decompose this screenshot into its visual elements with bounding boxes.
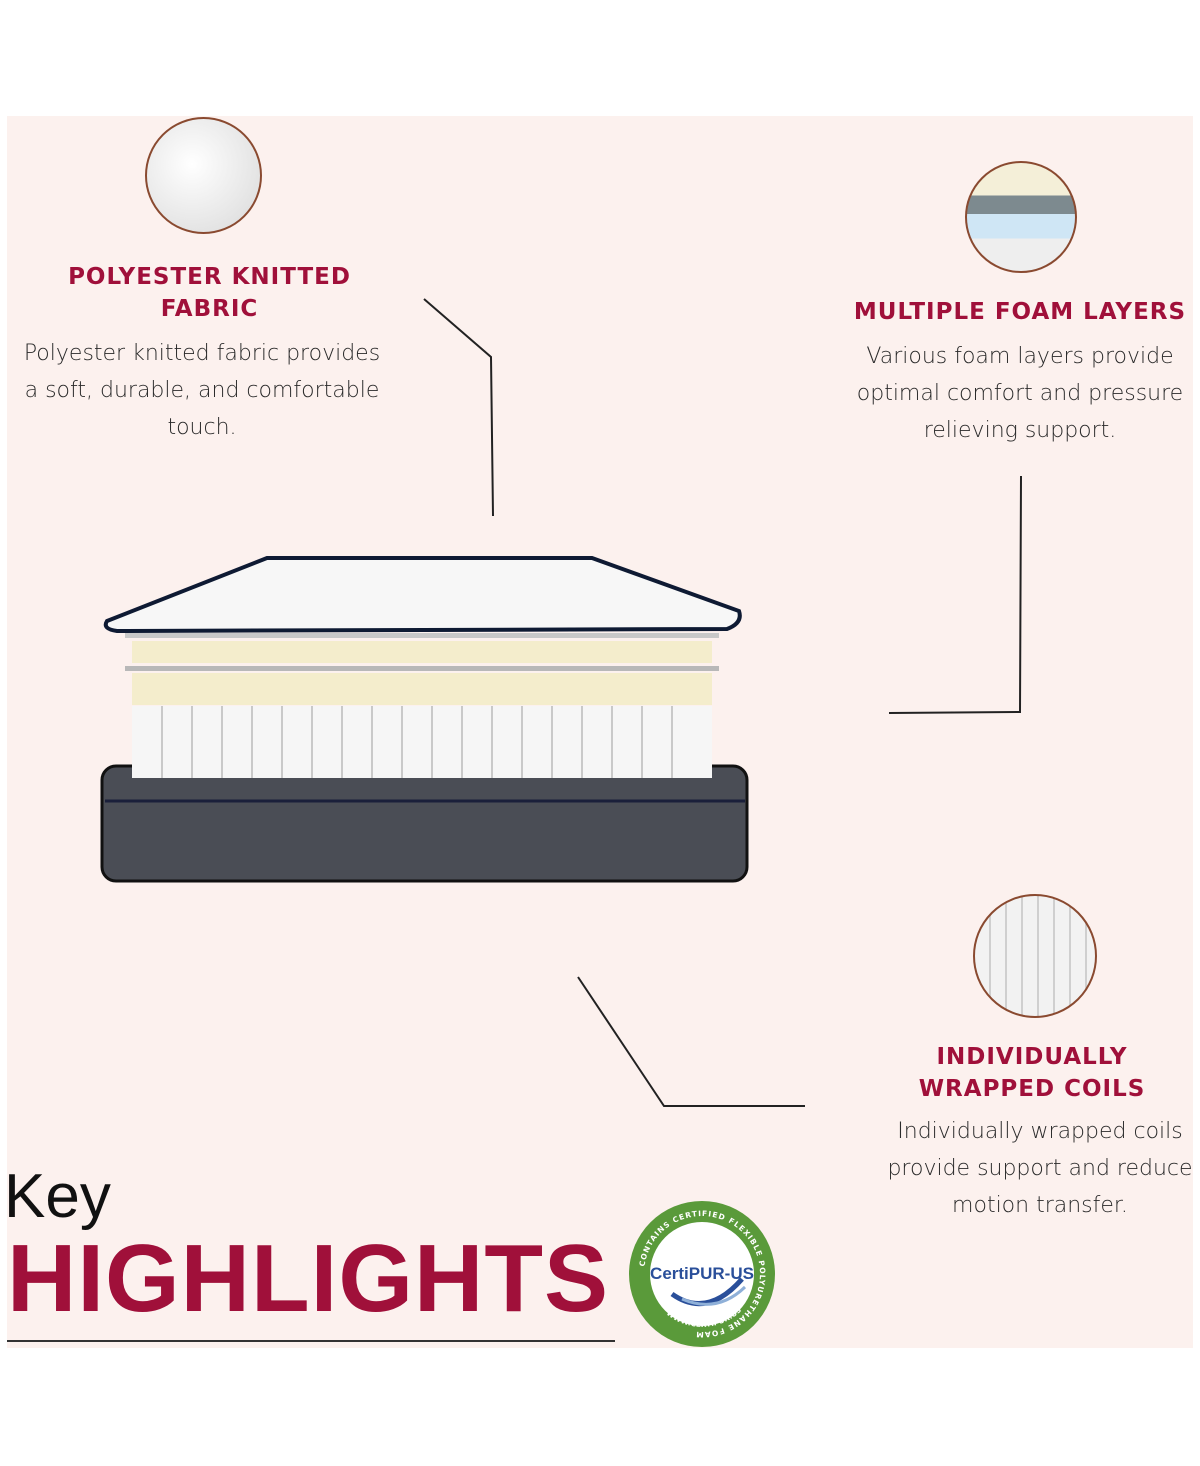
desc-line: provide support and reduce <box>887 1156 1193 1181</box>
desc-line: Individually wrapped coils <box>897 1119 1183 1144</box>
desc-line: Various foam layers provide <box>866 344 1174 369</box>
desc-line: Polyester knitted fabric provides <box>23 341 381 366</box>
certipur-us-badge: CONTAINS CERTIFIED FLEXIBLE POLYURETHANE… <box>629 1201 775 1347</box>
desc-line: optimal comfort and pressure <box>856 381 1184 406</box>
feature-desc-coils: Individually wrapped coils provide suppo… <box>865 1113 1193 1224</box>
knitted-fabric-image <box>145 117 262 234</box>
title-line: INDIVIDUALLY <box>936 1044 1128 1070</box>
heading-divider <box>7 1340 615 1342</box>
title-line: POLYESTER KNITTED <box>68 264 351 290</box>
title-line: FABRIC <box>160 296 259 322</box>
infographic-panel: POLYESTER KNITTED FABRIC Polyester knitt… <box>7 116 1193 1348</box>
foam-layers-image <box>965 161 1077 273</box>
heading-highlights: HIGHLIGHTS <box>7 1225 609 1332</box>
mattress-illustration <box>100 556 749 883</box>
heading-key: Key <box>7 1162 111 1231</box>
desc-line: a soft, durable, and comfortable <box>24 378 380 403</box>
feature-title-foam: MULTIPLE FOAM LAYERS <box>847 296 1193 328</box>
title-line: MULTIPLE FOAM LAYERS <box>853 299 1187 325</box>
feature-desc-fabric: Polyester knitted fabric provides a soft… <box>7 335 397 446</box>
coils-image <box>973 894 1097 1018</box>
connector-lines <box>423 298 1022 1107</box>
feature-title-fabric: POLYESTER KNITTED FABRIC <box>37 261 382 325</box>
desc-line: relieving support. <box>923 418 1117 443</box>
desc-line: touch. <box>167 415 237 440</box>
badge-brand: CertiPUR-US <box>650 1264 754 1283</box>
feature-desc-foam: Various foam layers provide optimal comf… <box>845 338 1193 449</box>
title-line: WRAPPED COILS <box>918 1076 1146 1102</box>
desc-line: motion transfer. <box>952 1193 1128 1218</box>
feature-title-coils: INDIVIDUALLY WRAPPED COILS <box>867 1041 1193 1105</box>
